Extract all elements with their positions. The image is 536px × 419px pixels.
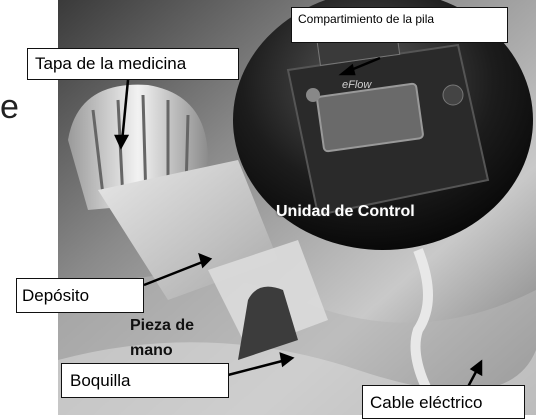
- label-mouthpiece: Boquilla: [61, 363, 229, 398]
- label-battery-compartment: Compartimiento de la pila: [291, 7, 508, 43]
- device-screen: [316, 82, 424, 153]
- label-tank: Depósito: [16, 278, 144, 313]
- label-cable: Cable eléctrico: [362, 385, 525, 419]
- label-handpiece-line2: mano: [130, 342, 173, 359]
- device-button-left: [306, 88, 320, 102]
- control-unit: eFlow: [233, 0, 533, 250]
- cable: [410, 248, 443, 413]
- arrow-cap: [120, 79, 130, 143]
- arrow-tank: [143, 259, 206, 287]
- stray-letter: e: [0, 88, 19, 126]
- label-handpiece: Pieza de mano: [130, 313, 194, 363]
- mouthpiece: [238, 286, 298, 360]
- label-control-unit: Unidad de Control: [276, 203, 415, 220]
- label-handpiece-line1: Pieza de: [130, 317, 195, 334]
- label-medicine-cap: Tapa de la medicina: [27, 48, 239, 80]
- device-brand: eFlow: [342, 79, 372, 91]
- arrow-mouthpiece: [227, 358, 287, 377]
- device-button-right: [442, 84, 464, 106]
